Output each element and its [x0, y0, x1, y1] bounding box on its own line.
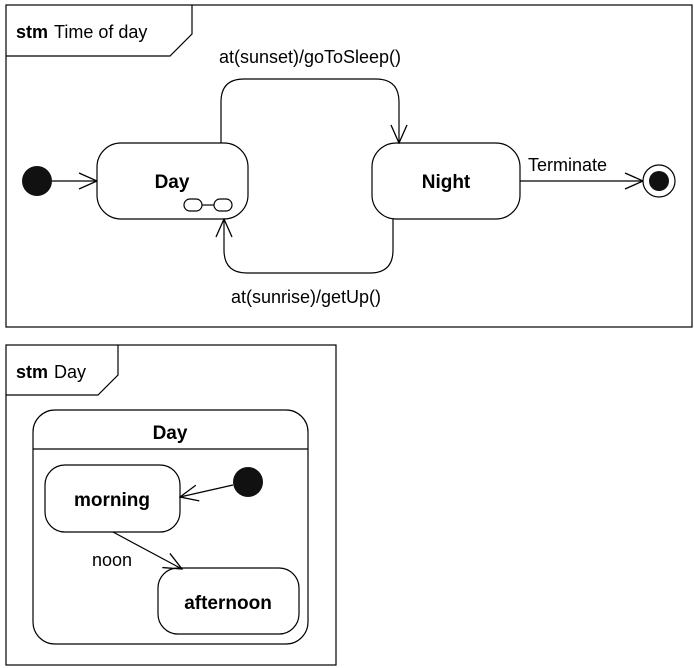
- state-afternoon: afternoon: [157, 567, 300, 635]
- transition-sunrise: [224, 219, 394, 274]
- state-afternoon-label: afternoon: [184, 593, 272, 614]
- initial-transition-day: [180, 484, 234, 497]
- frame-name-day: Day: [54, 362, 86, 382]
- transition-sunset: [220, 78, 399, 143]
- transition-sunrise-label: at(sunrise)/getUp(): [231, 287, 381, 307]
- initial-node: [22, 166, 52, 196]
- frame-time-of-day: [5, 4, 693, 328]
- initial-node-day: [233, 467, 263, 497]
- composite-state-icon: [183, 198, 233, 212]
- state-night: Night: [371, 142, 521, 220]
- transition-terminate-label: Terminate: [528, 155, 607, 175]
- state-night-label: Night: [422, 172, 471, 193]
- frame-keyword-day: stm: [16, 362, 48, 382]
- state-morning-label: morning: [74, 490, 150, 511]
- transition-noon: [112, 531, 182, 569]
- frame-tab-time-of-day: [6, 5, 193, 57]
- time-of-day-diagram: stm Time of day Day Night at(sunset)/goTo…: [5, 4, 693, 328]
- state-day-label: Day: [155, 172, 190, 193]
- frame-name: Time of day: [54, 22, 147, 42]
- frame-keyword: stm: [16, 22, 48, 42]
- frame-day: [5, 344, 337, 666]
- state-morning: morning: [44, 464, 181, 533]
- transition-noon-label: noon: [92, 550, 132, 570]
- final-node: [642, 164, 676, 198]
- composite-state-day-label: Day: [153, 423, 188, 444]
- transition-sunset-label: at(sunset)/goToSleep(): [219, 47, 401, 67]
- state-day: Day: [96, 142, 249, 220]
- frame-tab-day: [6, 345, 119, 396]
